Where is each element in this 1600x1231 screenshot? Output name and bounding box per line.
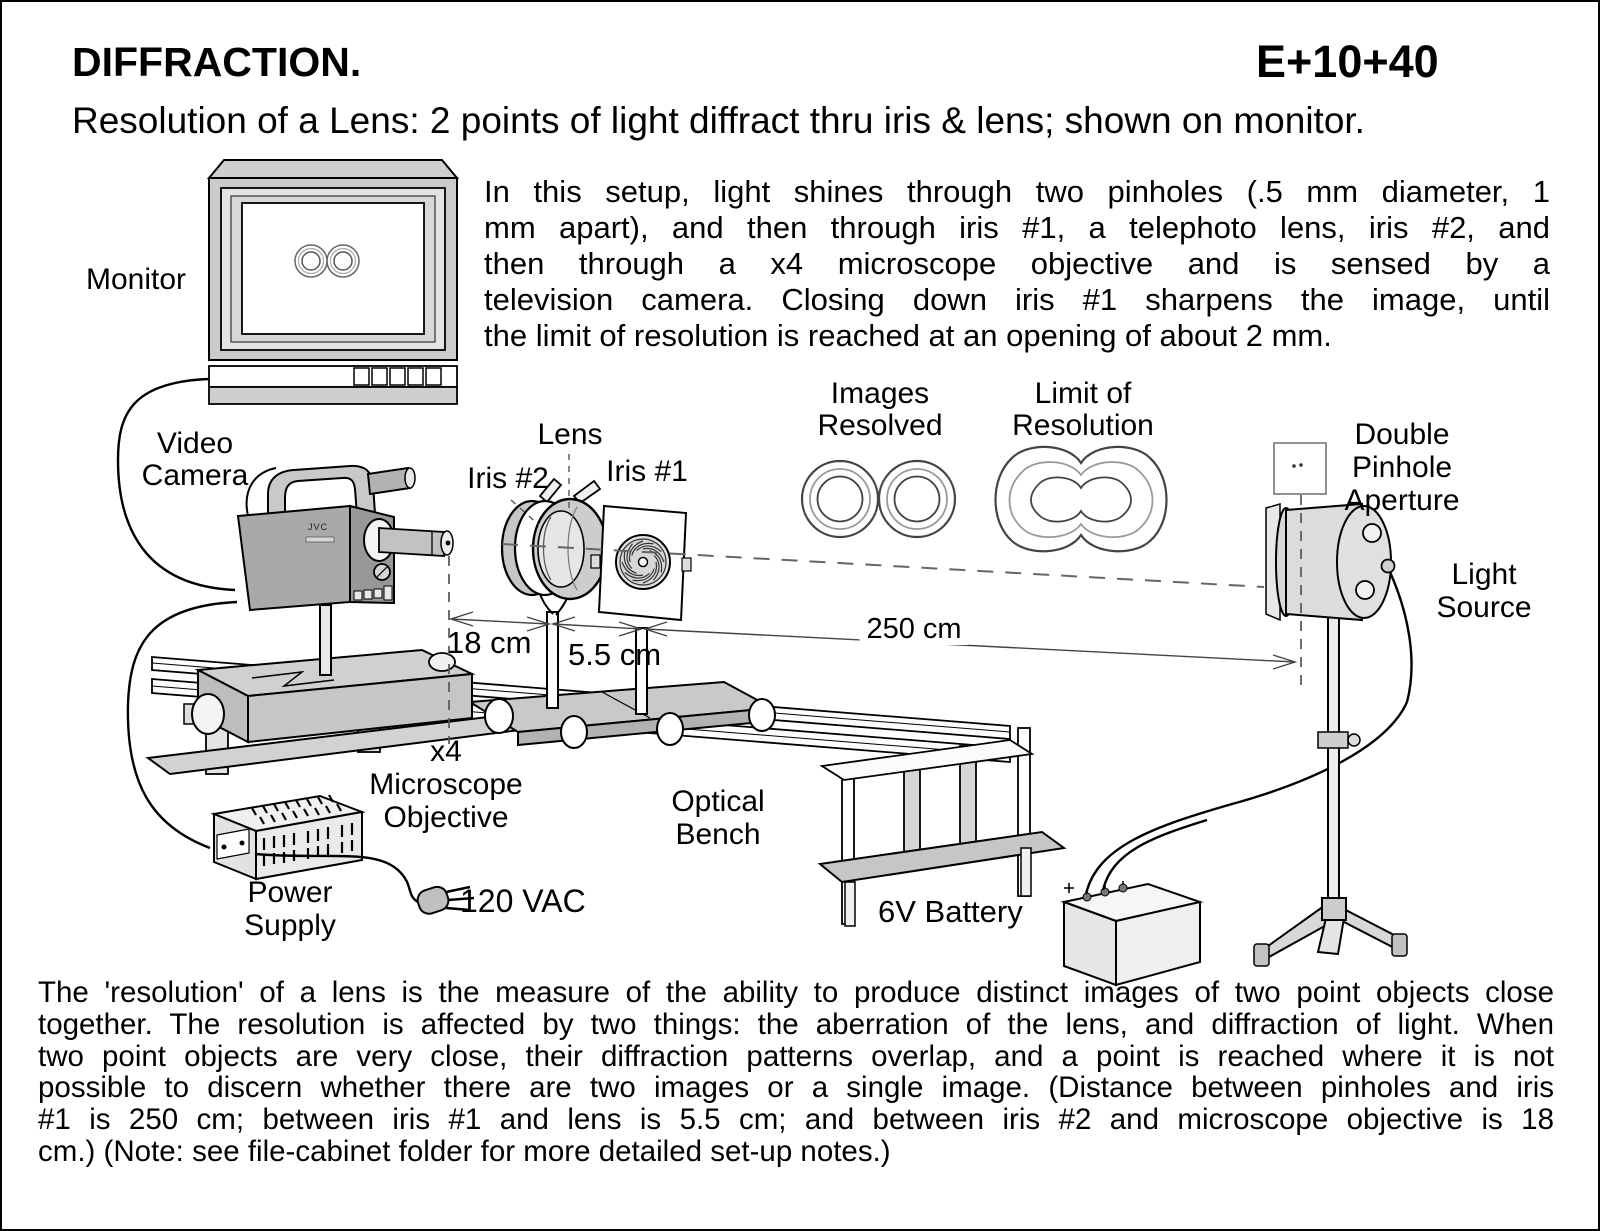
footer-line: cm.) (Note: see file-cabinet folder for … bbox=[38, 1134, 891, 1168]
dimension-lines bbox=[448, 611, 1298, 670]
double-pinhole-label: Double Pinhole Aperture bbox=[1344, 418, 1460, 517]
dim-250cm-label: 250 cm bbox=[859, 613, 969, 646]
power-plug-icon bbox=[416, 885, 475, 915]
intro-line: the limit of resolution is reached at an… bbox=[484, 318, 1332, 353]
limit-of-resolution-figure bbox=[994, 445, 1168, 553]
intro-paragraph: In this setup, light shines through two … bbox=[484, 174, 1550, 354]
power-supply-label: Power Supply bbox=[244, 876, 336, 942]
catalog-code: E+10+40 bbox=[1256, 36, 1439, 87]
dashed-lines bbox=[448, 454, 1302, 744]
optical-bench-label: Optical Bench bbox=[671, 785, 765, 851]
light-source bbox=[1265, 502, 1396, 901]
lens-label: Lens bbox=[537, 418, 603, 451]
images-resolved-label: Images Resolved bbox=[817, 377, 943, 442]
battery-label: 6V Battery bbox=[878, 894, 1023, 929]
camera-brand-label: JVC bbox=[308, 522, 329, 532]
footer-line: The 'resolution' of a lens is the measur… bbox=[38, 976, 1554, 1009]
images-resolved-figure bbox=[800, 459, 957, 539]
footer-paragraph: The 'resolution' of a lens is the measur… bbox=[38, 977, 1554, 1168]
dim-18cm-label: 18 cm bbox=[447, 625, 532, 660]
monitor bbox=[206, 159, 460, 405]
footer-line: possible to discern whether there are tw… bbox=[38, 1071, 1554, 1105]
light-source-label: Light Source bbox=[1436, 558, 1532, 624]
intro-line: mm apart), and then through iris #1, a t… bbox=[484, 210, 1550, 245]
iris2-label: Iris #2 bbox=[467, 462, 549, 495]
lens-assembly bbox=[500, 477, 609, 709]
battery bbox=[1060, 881, 1204, 987]
footer-line: #1 is 250 cm; between iris #1 and lens i… bbox=[38, 1103, 1554, 1137]
monitor-cable bbox=[116, 377, 238, 850]
intro-line: In this setup, light shines through two … bbox=[484, 174, 1550, 209]
dim-5-5cm-label: 5.5 cm bbox=[568, 637, 662, 672]
footer-line: together. The resolution is affected by … bbox=[38, 1007, 1554, 1041]
video-camera-label: Video Camera bbox=[141, 427, 249, 493]
page-title: DIFFRACTION. bbox=[72, 39, 362, 85]
intro-line: television camera. Closing down iris #1 … bbox=[484, 282, 1550, 317]
battery-wires bbox=[1084, 571, 1413, 895]
sled-carriage bbox=[466, 680, 776, 749]
video-camera bbox=[236, 464, 454, 676]
limit-resolution-label: Limit of Resolution bbox=[1012, 377, 1154, 442]
page-subtitle: Resolution of a Lens: 2 points of light … bbox=[72, 100, 1365, 141]
camera-carriage bbox=[183, 648, 476, 744]
power-supply bbox=[210, 794, 419, 904]
intro-line: then through a x4 microscope objective a… bbox=[484, 246, 1550, 281]
iris1-plate bbox=[590, 504, 692, 715]
iris-blades bbox=[621, 540, 665, 584]
microscope-objective-label: x4 Microscope Objective bbox=[369, 735, 523, 834]
double-pinhole-aperture bbox=[1273, 442, 1327, 495]
light-source-tripod bbox=[1253, 897, 1408, 967]
iris1-label: Iris #1 bbox=[606, 455, 688, 488]
footer-line: two point objects are very close, their … bbox=[38, 1039, 1554, 1073]
monitor-label: Monitor bbox=[86, 263, 187, 296]
bench-right-stand bbox=[817, 727, 1067, 927]
vac-label: 120 VAC bbox=[460, 883, 586, 919]
